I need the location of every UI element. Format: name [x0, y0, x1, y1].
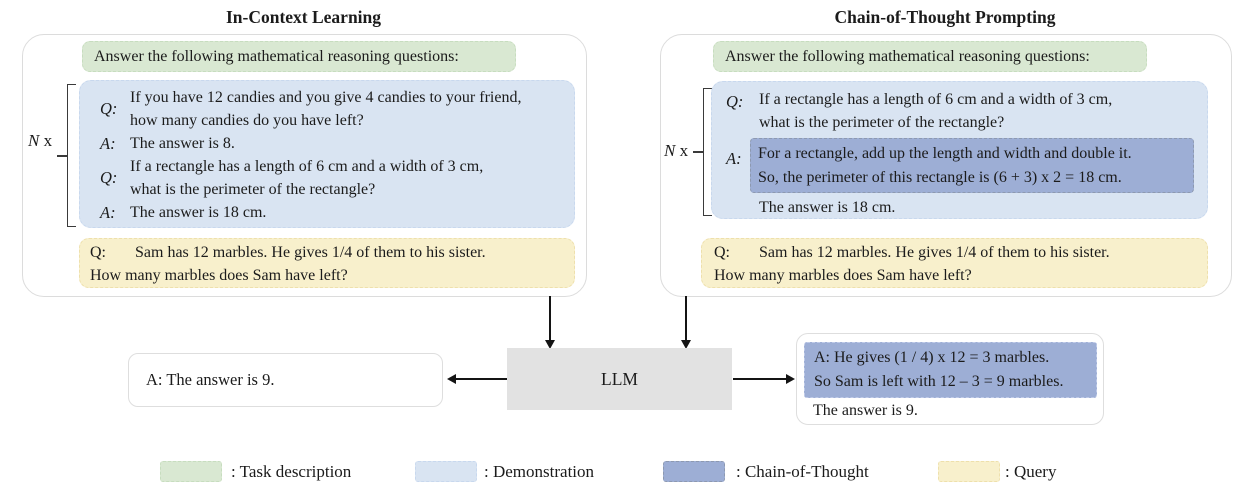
demo-question-line1: If a rectangle has a length of 6 cm and …	[759, 91, 1113, 108]
in-context-learning-panel: Answer the following mathematical reason…	[22, 34, 587, 297]
demo-row-q1: Q: If you have 12 candies and you give 4…	[80, 86, 574, 132]
legend-swatch-chain-of-thought	[663, 461, 725, 482]
q-label: Q:	[726, 92, 744, 111]
query-q-label: Q:	[714, 244, 730, 261]
cot-output-arrowhead	[786, 374, 795, 384]
llm-box: LLM	[507, 348, 732, 410]
left-input-arrowhead	[545, 340, 555, 349]
cot-output-line1: A: He gives (1 / 4) x 12 = 3 marbles.	[814, 349, 1050, 366]
demo-text: how many candies do you have left?	[130, 112, 364, 129]
demo-answer: The answer is 18 cm.	[759, 199, 896, 216]
demo-text: The answer is 8.	[130, 135, 235, 152]
bracket-tick	[693, 151, 703, 153]
task-description-text: Answer the following mathematical reason…	[94, 47, 459, 65]
task-description-box: Answer the following mathematical reason…	[82, 41, 516, 72]
demo-question-line2: what is the perimeter of the rectangle?	[759, 114, 1005, 131]
cot-line1: For a rectangle, add up the length and w…	[758, 145, 1132, 162]
legend-swatch-demonstration	[415, 461, 477, 482]
demonstration-box: Q: If a rectangle has a length of 6 cm a…	[711, 81, 1208, 219]
query-box: Q: Sam has 12 marbles. He gives 1/4 of th…	[701, 238, 1208, 288]
cot-output-arrow-line	[733, 378, 787, 380]
query-line1: Sam has 12 marbles. He gives 1/4 of them…	[759, 244, 1110, 261]
demonstration-box: Q: If you have 12 candies and you give 4…	[79, 80, 575, 228]
legend-swatch-task-description	[160, 461, 222, 482]
icl-output-box: A: The answer is 9.	[128, 353, 443, 407]
left-input-arrow-line	[549, 296, 551, 342]
demo-row-a2: A: The answer is 18 cm.	[80, 201, 574, 224]
cot-output-line2: So Sam is left with 12 – 3 = 9 marbles.	[814, 372, 1064, 390]
q-label: Q:	[100, 168, 118, 187]
icl-output-text: A: The answer is 9.	[146, 370, 275, 389]
cot-output-answer: The answer is 9.	[813, 402, 918, 419]
legend-swatch-query	[938, 461, 1000, 482]
bracket-tick	[57, 155, 67, 157]
repeat-n-times-label: N x	[664, 141, 689, 160]
llm-label: LLM	[601, 368, 638, 389]
cot-line2: So, the perimeter of this rectangle is (…	[758, 168, 1122, 186]
demo-text: what is the perimeter of the rectangle?	[130, 181, 376, 198]
a-label: A:	[100, 133, 116, 153]
query-line1: Sam has 12 marbles. He gives 1/4 of them…	[135, 244, 486, 261]
query-box: Q: Sam has 12 marbles. He gives 1/4 of th…	[79, 238, 575, 288]
query-line2: How many marbles does Sam have left?	[714, 267, 972, 284]
cot-output-reasoning-box: A: He gives (1 / 4) x 12 = 3 marbles. So…	[804, 342, 1097, 398]
a-label: A:	[100, 202, 116, 222]
a-label: A:	[726, 149, 742, 168]
legend-label-query: : Query	[1005, 462, 1057, 481]
right-input-arrow-line	[685, 296, 687, 342]
icl-output-arrow-line	[456, 378, 507, 380]
repeat-bracket	[703, 88, 712, 216]
right-input-arrowhead	[681, 340, 691, 349]
repeat-n-times-label: N x	[28, 131, 53, 150]
demo-text: If you have 12 candies and you give 4 ca…	[130, 89, 522, 106]
task-description-text: Answer the following mathematical reason…	[725, 47, 1090, 65]
legend-label-chain-of-thought: : Chain-of-Thought	[736, 462, 869, 481]
demo-text: If a rectangle has a length of 6 cm and …	[130, 158, 484, 175]
legend-label-task-description: : Task description	[231, 462, 352, 481]
q-label: Q:	[100, 99, 118, 118]
legend-label-demonstration: : Demonstration	[484, 462, 595, 481]
left-panel-title: In-Context Learning	[225, 7, 382, 27]
repeat-bracket	[67, 84, 76, 227]
demo-row-a1: A: The answer is 8.	[80, 132, 574, 155]
icl-output-arrowhead	[447, 374, 456, 384]
chain-of-thought-panel: Answer the following mathematical reason…	[660, 34, 1232, 297]
query-line2: How many marbles does Sam have left?	[90, 267, 348, 284]
chain-of-thought-box: For a rectangle, add up the length and w…	[750, 138, 1194, 193]
demo-row-q2: Q: If a rectangle has a length of 6 cm a…	[80, 155, 574, 201]
task-description-box: Answer the following mathematical reason…	[713, 41, 1147, 72]
right-panel-title: Chain-of-Thought Prompting	[834, 7, 1056, 27]
demo-text: The answer is 18 cm.	[130, 204, 267, 221]
query-q-label: Q:	[90, 244, 106, 261]
cot-output-box: A: He gives (1 / 4) x 12 = 3 marbles. So…	[796, 333, 1104, 425]
